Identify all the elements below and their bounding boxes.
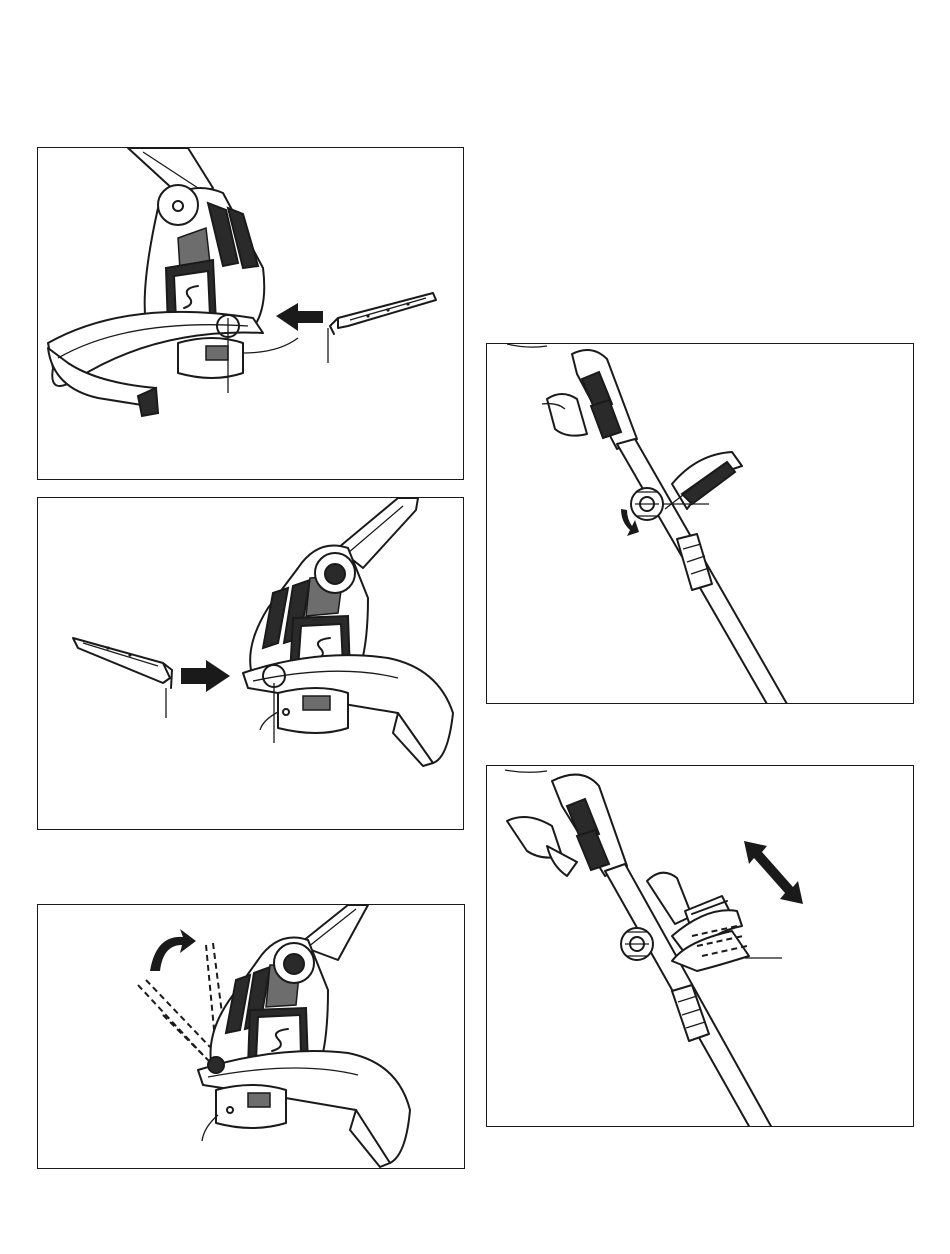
arrow-right-icon bbox=[181, 660, 230, 692]
double-arrow-icon bbox=[744, 841, 803, 904]
figure-edge-guide-rotate bbox=[37, 904, 465, 1169]
shaft-icon bbox=[507, 344, 787, 704]
edge-guide-icon bbox=[73, 638, 172, 718]
edge-guide-icon bbox=[328, 293, 436, 363]
rotate-arrow-icon bbox=[150, 929, 196, 971]
figure-handle-knob-loosen bbox=[486, 343, 914, 704]
figure-handle-adjust bbox=[486, 765, 914, 1127]
trimmer-head-icon bbox=[198, 905, 410, 1167]
arrow-left-icon bbox=[276, 303, 323, 331]
knob-icon bbox=[621, 928, 653, 960]
trimmer-head-icon bbox=[48, 148, 298, 416]
figure-edge-guide-insert-right bbox=[37, 497, 464, 830]
figure-edge-guide-insert-left bbox=[37, 147, 464, 480]
trimmer-head-icon bbox=[243, 498, 453, 766]
auxiliary-handle-icon bbox=[665, 452, 742, 509]
